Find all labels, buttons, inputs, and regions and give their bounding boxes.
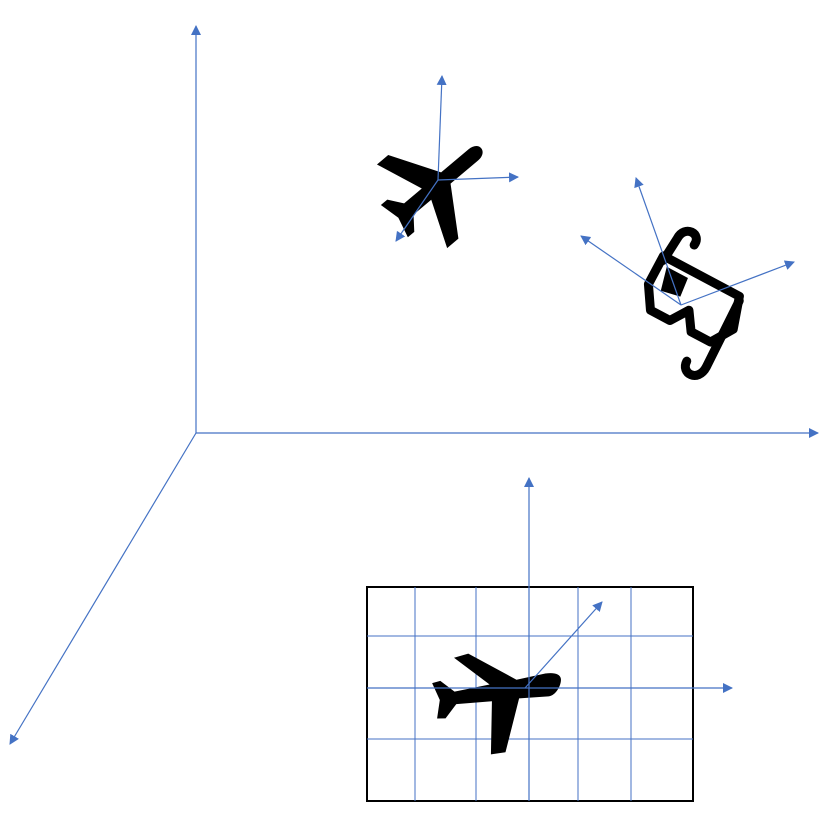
glasses-local-axes [580,177,795,306]
glasses-axis-right [680,260,795,306]
image-plane-border [366,586,694,802]
airplane-axis-back [395,179,439,242]
airplane-local-axes [395,75,519,242]
image-plane-grid [367,587,693,801]
airplane-axis-right [437,172,519,183]
image-axis-diagonal [524,601,603,689]
airplane-icon [376,146,483,249]
glasses-axis-left [580,235,682,306]
airplane-object [376,75,519,249]
glasses-axis-up [634,177,682,306]
airplane-axis-up [436,75,447,181]
airplane-icon [432,653,561,755]
image-plane [366,477,733,802]
world-axes [9,25,819,745]
glasses-object [580,177,795,380]
image-plane-axes [367,477,733,801]
world-z-axis [9,432,197,745]
3d-glasses-icon [643,226,744,380]
